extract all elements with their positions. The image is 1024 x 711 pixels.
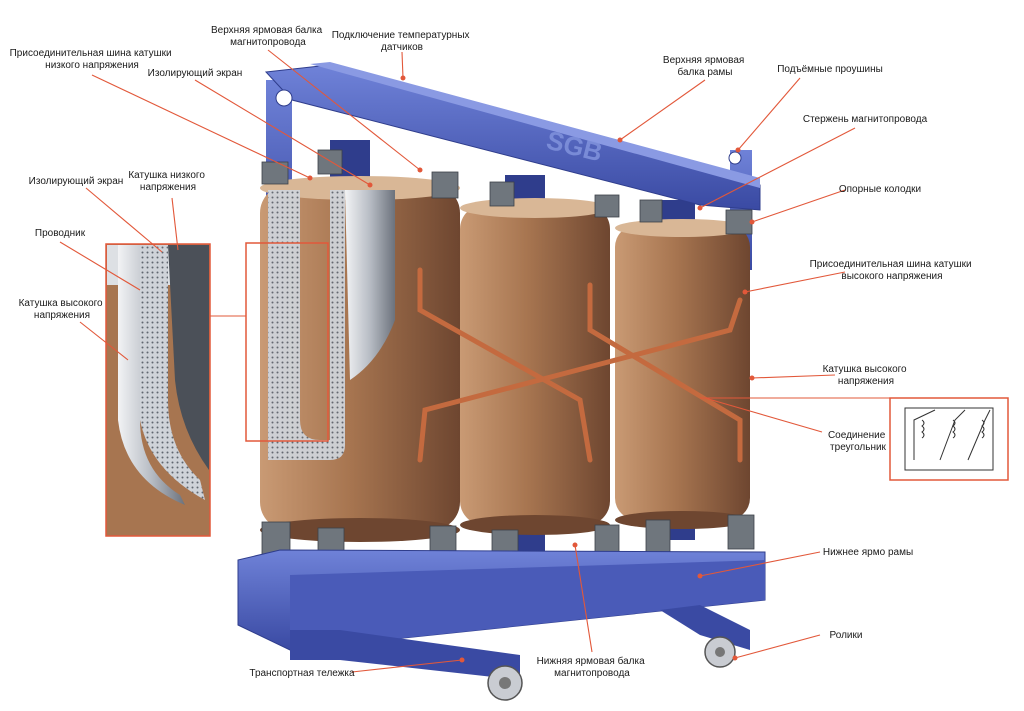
lifting-lug-hole-right <box>728 151 742 165</box>
coil-right <box>615 219 750 529</box>
coil-section-marker <box>245 242 329 442</box>
label-lv-busbar: Присоединительная шина катушки низкого н… <box>10 48 175 71</box>
label-upper-yoke-beam-frame: Верхняя ярмовая балка рамы <box>663 55 747 78</box>
upper-yoke-frame-top <box>310 62 760 188</box>
coil-middle <box>460 198 610 535</box>
label-hv-busbar: Присоединительная шина катушки высокого … <box>810 259 975 282</box>
support-blocks-top <box>261 149 753 235</box>
label-lv-coil: Катушка низкого напряжения <box>128 170 207 193</box>
label-rollers: Ролики <box>830 630 863 641</box>
label-support-blocks: Опорные колодки <box>839 184 921 195</box>
label-transport-carriage: Транспортная тележка <box>249 668 355 679</box>
label-insulating-screen-inset: Изолирующий экран <box>29 176 124 187</box>
label-conductor: Проводник <box>35 228 86 239</box>
transformer-illustration: SGB <box>237 62 766 701</box>
delta-connection-bars <box>417 267 743 463</box>
labels: Верхняя ярмовая балка магнитопровода Под… <box>10 24 975 679</box>
label-core-limb: Стержень магнитопровода <box>803 114 928 125</box>
roller-right <box>704 636 736 668</box>
transport-carriage-right <box>660 605 750 650</box>
label-upper-yoke-beam-core: Верхняя ярмовая балка магнитопровода <box>211 24 325 48</box>
label-lower-yoke-frame: Нижнее ярмо рамы <box>823 547 913 558</box>
label-lower-yoke-beam-core: Нижняя ярмовая балка магнитопровода <box>537 655 648 679</box>
transport-carriage <box>290 630 520 680</box>
label-lifting-lugs: Подъёмные проушины <box>777 64 883 75</box>
coil-left <box>260 176 460 542</box>
leader-lines <box>59 49 856 673</box>
label-delta-connection: Соединение треугольник <box>828 430 888 453</box>
lifting-lug-hole-left <box>275 89 293 107</box>
label-hv-coil: Катушка высокого напряжения <box>823 364 910 387</box>
delta-schematic-inset <box>889 397 1009 481</box>
label-hv-coil-inset: Катушка высокого напряжения <box>19 298 106 321</box>
label-temp-sensor-connection: Подключение температурных датчиков <box>332 30 473 53</box>
label-insulating-screen-top: Изолирующий экран <box>148 68 243 79</box>
lower-yoke-frame-front <box>290 560 765 650</box>
roller-left <box>487 665 523 701</box>
coil-section-inset <box>105 243 211 537</box>
